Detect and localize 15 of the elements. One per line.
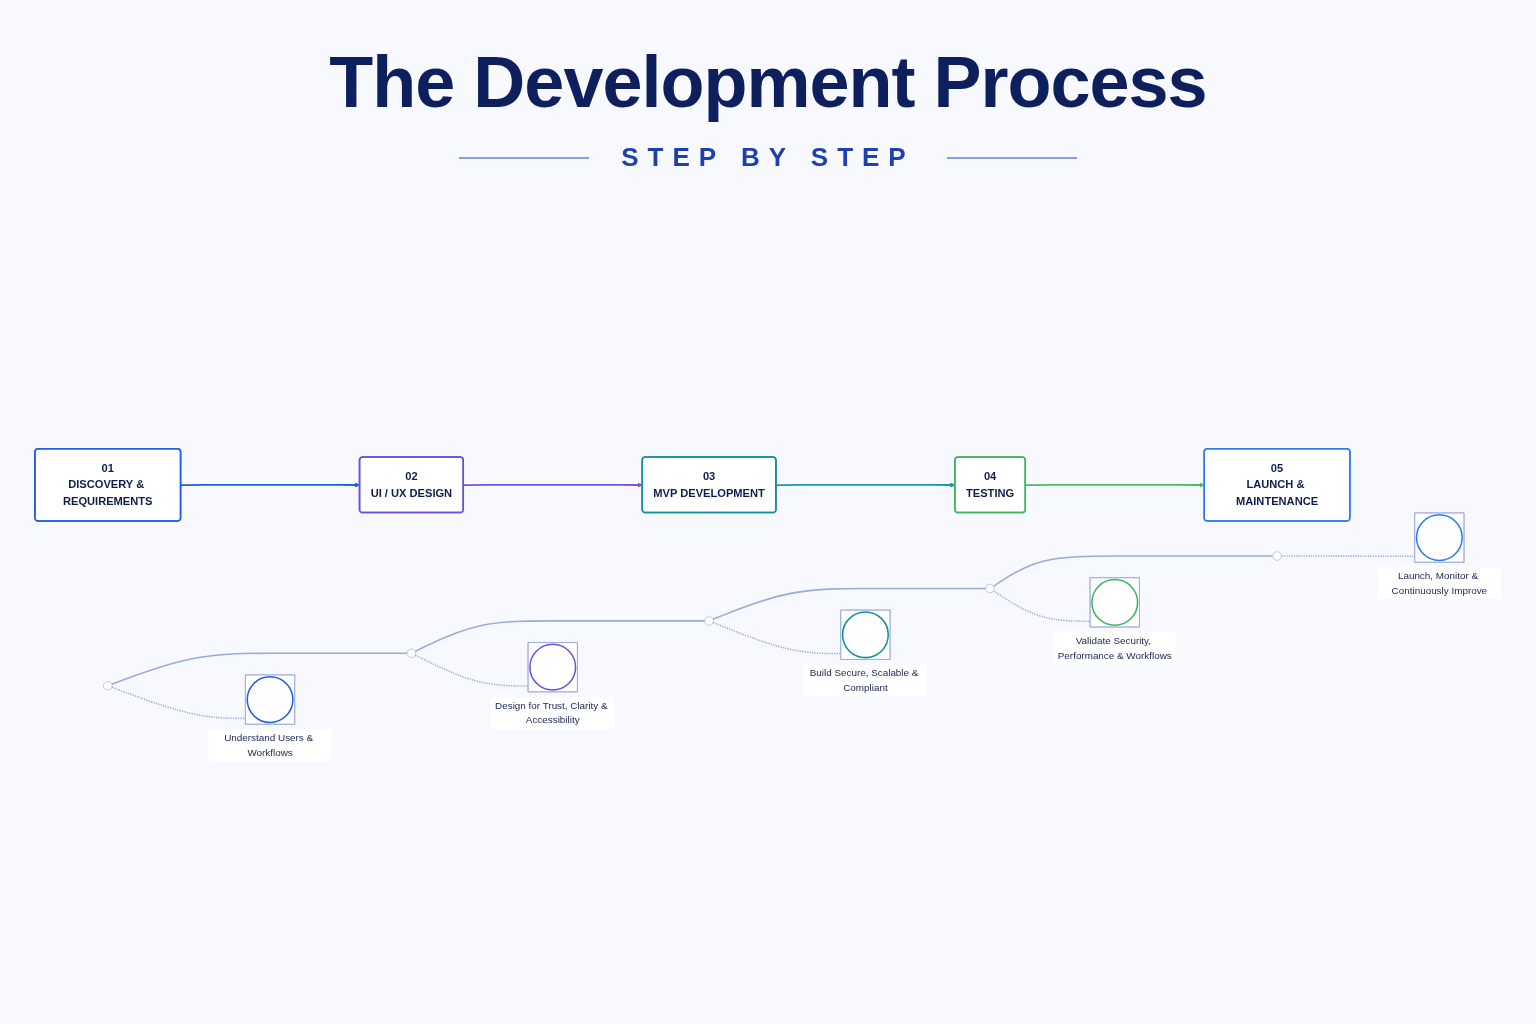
connector bbox=[1280, 555, 1416, 558]
connector bbox=[414, 620, 706, 653]
node-circle bbox=[1272, 551, 1282, 561]
title: The Development Process bbox=[329, 41, 1207, 124]
subtitle: STEP BY STEP bbox=[621, 142, 915, 172]
connector bbox=[111, 686, 247, 720]
connector bbox=[992, 555, 1274, 587]
connector bbox=[992, 590, 1092, 622]
node-circle bbox=[406, 648, 416, 658]
connector bbox=[414, 654, 530, 687]
connector bbox=[111, 652, 408, 685]
node-circle bbox=[704, 616, 714, 626]
connector bbox=[712, 587, 987, 621]
node-circle bbox=[985, 583, 995, 594]
node-circle bbox=[103, 681, 113, 691]
